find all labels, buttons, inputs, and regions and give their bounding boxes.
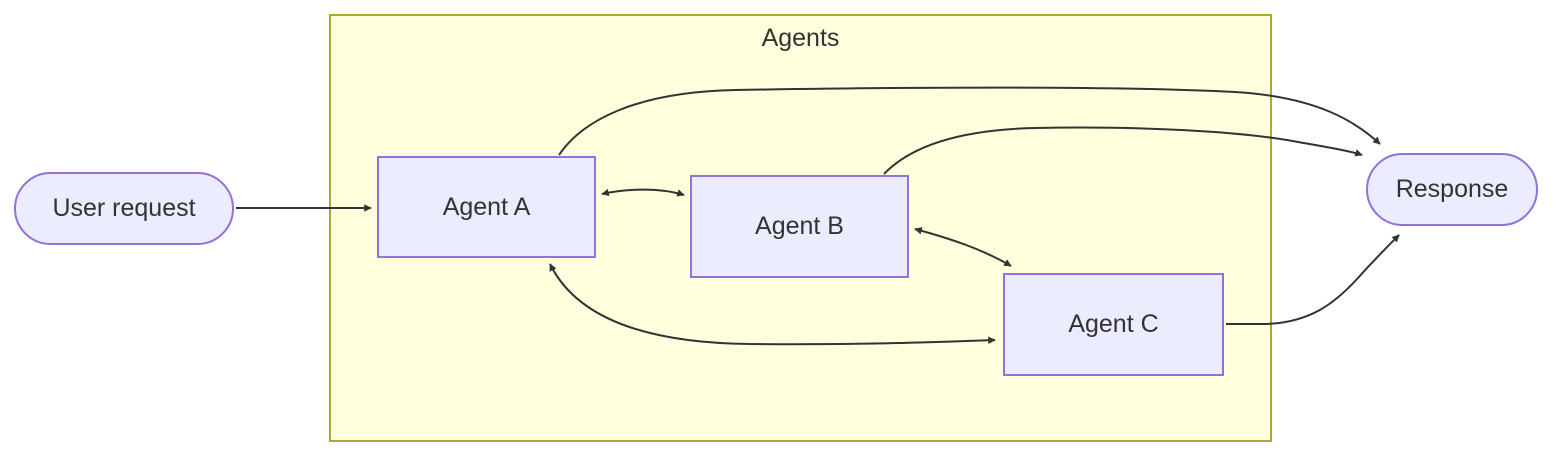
edge-agent-a-agent-b (601, 188, 685, 197)
edge-agent-a-to-response (558, 86, 1381, 156)
edge-agent-b-agent-c (914, 227, 1012, 267)
node-agent-c: Agent C (1003, 273, 1224, 376)
node-response-label: Response (1395, 175, 1509, 203)
node-user-request-label: User request (52, 194, 196, 222)
node-user-request: User request (14, 172, 234, 245)
node-agent-b-label: Agent B (755, 212, 844, 240)
node-agent-b: Agent B (690, 175, 909, 278)
edge-agent-c-to-response (1226, 234, 1400, 325)
edge-agent-a-agent-c (549, 263, 996, 346)
node-agent-c-label: Agent C (1068, 310, 1159, 338)
node-agent-a-label: Agent A (442, 192, 531, 221)
node-agent-a: Agent A (377, 156, 596, 258)
edge-agent-b-to-response (883, 126, 1363, 175)
node-response: Response (1366, 153, 1538, 226)
agents-cluster-title: Agents (761, 24, 840, 52)
